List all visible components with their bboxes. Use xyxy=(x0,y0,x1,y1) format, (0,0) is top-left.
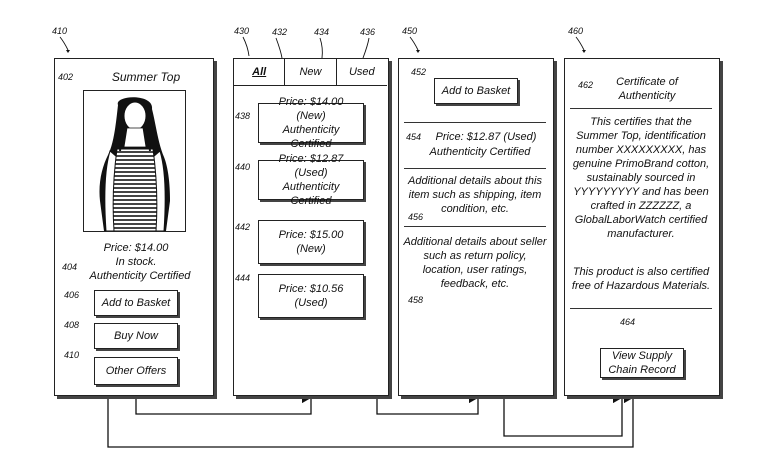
arrow-other-offers-to-offers xyxy=(135,385,312,415)
view-supply-chain-record-button[interactable]: View Supply Chain Record xyxy=(600,348,684,378)
ref-450: 450 xyxy=(402,26,418,36)
item-details-line-1: Additional details about this xyxy=(408,175,542,187)
offer-price: Price: $12.87 (Used) xyxy=(278,153,344,179)
product-title: Summer Top xyxy=(111,70,181,84)
seller-details-line-2: such as return policy, xyxy=(423,250,527,262)
hazard-line-2: free of Hazardous Materials. xyxy=(571,280,711,292)
offer-price: Price: $15.00 (New) xyxy=(278,229,344,255)
ref-442: 442 xyxy=(235,222,251,232)
offer-item-4[interactable]: Price: $10.56 (Used) xyxy=(258,274,364,318)
ref-454: 454 xyxy=(406,132,422,142)
ref-440: 440 xyxy=(235,162,251,172)
divider xyxy=(570,108,712,109)
offer-price: Price: $14.00 (New) xyxy=(278,96,344,122)
seller-details-line-4: feedback, etc. xyxy=(440,278,510,290)
arrow-detail-to-certificate xyxy=(503,392,623,437)
arrow-product-to-certificate xyxy=(107,392,634,448)
product-stock-status: In stock. xyxy=(115,256,157,268)
certificate-body-line-2: Summer Top, identification xyxy=(576,130,706,142)
other-offers-button[interactable]: Other Offers xyxy=(94,357,178,385)
offer-authenticity: Authenticity Certified xyxy=(282,181,340,207)
ref-458: 458 xyxy=(408,295,424,305)
detail-price: Price: $12.87 (Used) xyxy=(435,131,537,143)
tab-new[interactable]: New xyxy=(285,59,337,85)
certificate-panel xyxy=(564,58,720,396)
product-image[interactable] xyxy=(83,90,186,232)
supply-chain-line-2: Chain Record xyxy=(608,364,676,376)
seller-details-line-3: location, user ratings, xyxy=(422,264,528,276)
offer-item-2[interactable]: Price: $12.87 (Used) Authenticity Certif… xyxy=(258,153,364,207)
divider xyxy=(570,308,712,309)
divider xyxy=(404,226,546,227)
ref-410: 410 xyxy=(52,26,68,36)
certificate-title-line-2: Authenticity xyxy=(618,90,676,102)
certificate-title-line-1: Certificate of xyxy=(616,76,678,88)
hazard-line-1: This product is also certified xyxy=(572,266,710,278)
ref-402: 402 xyxy=(58,72,74,82)
ref-460: 460 xyxy=(568,26,584,36)
certificate-body-line-6: YYYYYYYYY and has been xyxy=(573,186,709,198)
buy-now-button[interactable]: Buy Now xyxy=(94,323,178,349)
add-to-basket-button[interactable]: Add to Basket xyxy=(94,290,178,316)
ref-464: 464 xyxy=(620,317,636,327)
offer-price: Price: $10.56 (Used) xyxy=(278,283,344,309)
offer-authenticity: Authenticity Certified xyxy=(282,124,340,150)
offer-detail-panel xyxy=(398,58,554,396)
divider xyxy=(404,122,546,123)
tab-used[interactable]: Used xyxy=(348,66,375,78)
ref-452: 452 xyxy=(411,67,427,77)
ref-456: 456 xyxy=(408,212,424,222)
product-authenticity-certified[interactable]: Authenticity Certified xyxy=(89,270,191,282)
offer-item-1[interactable]: Price: $14.00 (New) Authenticity Certifi… xyxy=(258,96,364,150)
tab-all[interactable]: All xyxy=(234,59,286,85)
ref-408: 408 xyxy=(64,320,80,330)
ref-404: 404 xyxy=(62,262,78,272)
ref-434: 434 xyxy=(314,27,330,37)
product-price: Price: $14.00 xyxy=(103,242,169,254)
supply-chain-line-1: View Supply xyxy=(611,350,673,362)
ref-436: 436 xyxy=(360,27,376,37)
certificate-body-line-4: genuine PrimoBrand cotton, xyxy=(572,158,710,170)
ref-410-other-offers: 410 xyxy=(64,350,80,360)
ref-438: 438 xyxy=(235,111,251,121)
summer-top-image-icon xyxy=(99,97,170,231)
ref-406: 406 xyxy=(64,290,80,300)
offer-item-3[interactable]: Price: $15.00 (New) xyxy=(258,220,364,264)
certificate-body-line-8: GlobalLaborWatch certified xyxy=(574,214,708,226)
ref-432: 432 xyxy=(272,27,288,37)
item-details-line-2: item such as shipping, item xyxy=(408,189,542,201)
detail-add-to-basket-button[interactable]: Add to Basket xyxy=(434,78,518,104)
detail-authenticity-certified[interactable]: Authenticity Certified xyxy=(429,146,531,158)
divider xyxy=(404,168,546,169)
ref-462: 462 xyxy=(578,80,594,90)
offer-tabs: All New Used xyxy=(234,59,387,86)
certificate-body-line-7: crafted in ZZZZZZ, a xyxy=(590,200,692,212)
ref-444: 444 xyxy=(235,273,251,283)
item-details-line-3: condition, etc. xyxy=(441,203,509,215)
ref-430: 430 xyxy=(234,26,250,36)
certificate-body-line-5: sustainably sourced in xyxy=(586,172,696,184)
certificate-body-line-3: number XXXXXXXXX, has xyxy=(575,144,707,156)
certificate-body-line-9: manufacturer. xyxy=(607,228,675,240)
seller-details-line-1: Additional details about seller xyxy=(403,236,547,248)
certificate-body-line-1: This certifies that the xyxy=(590,116,692,128)
